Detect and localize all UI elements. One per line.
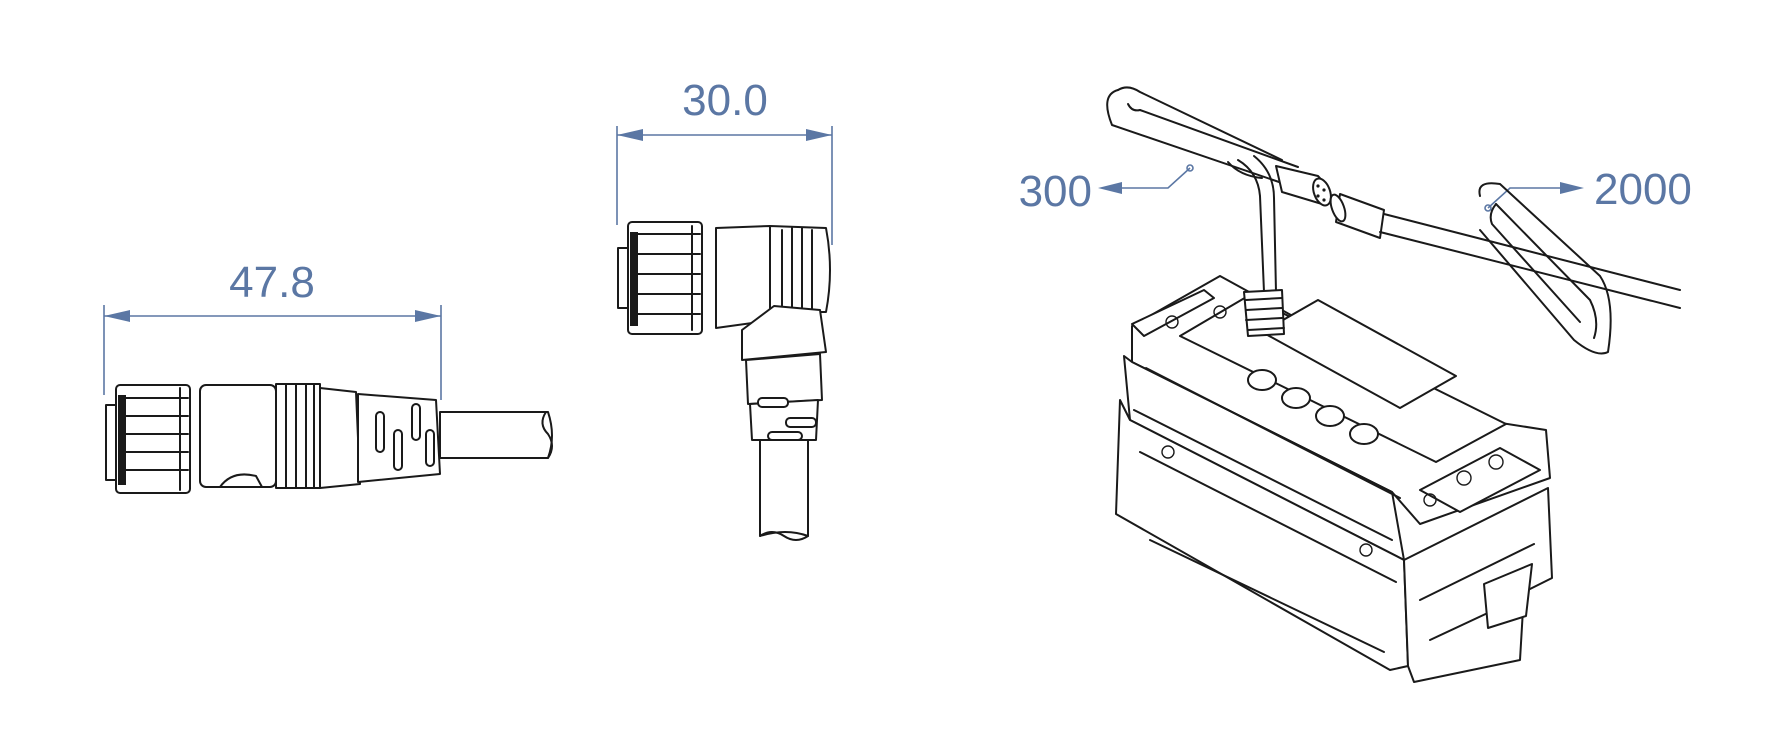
angled-body (715, 225, 831, 441)
device-body (1115, 275, 1553, 683)
dimension-30-0: 30.0 (616, 76, 833, 245)
straight-connector: 47.8 (103, 258, 553, 494)
dimension-label-47-8: 47.8 (229, 258, 315, 307)
long-cable-coil (1478, 182, 1612, 355)
dimension-2000: 2000 (1484, 165, 1692, 214)
dimension-47-8: 47.8 (103, 258, 442, 400)
dimension-300: 300 (1019, 164, 1194, 216)
angled-knurled-nut (617, 221, 703, 335)
dimension-label-2000: 2000 (1594, 165, 1692, 214)
cable-end-plugs (1275, 165, 1681, 309)
device-button-1 (1247, 369, 1277, 391)
dimension-label-300: 300 (1019, 167, 1092, 216)
angled-cable (759, 439, 809, 541)
device-button-2 (1281, 387, 1311, 409)
straight-cable (439, 411, 553, 459)
short-cable-coil (1106, 86, 1299, 293)
device-button-4 (1349, 423, 1379, 445)
dimension-label-30-0: 30.0 (682, 76, 768, 125)
knurled-nut (105, 384, 191, 494)
connector-body (199, 383, 441, 489)
angled-connector: 30.0 (616, 76, 833, 541)
device-button-3 (1315, 405, 1345, 427)
device-isometric: 300 2000 (1019, 86, 1692, 683)
